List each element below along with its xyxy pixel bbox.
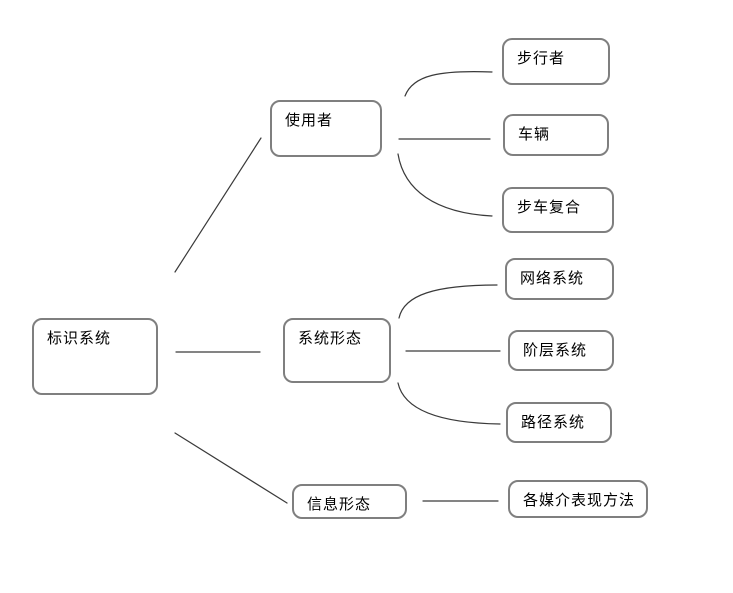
node-path-system[interactable]: 路径系统 [506,402,612,443]
node-network-system[interactable]: 网络系统 [505,258,614,300]
node-label-vehicle: 车辆 [518,126,551,143]
node-label-root: 标识系统 [47,330,112,347]
node-root[interactable]: 标识系统 [32,318,158,395]
node-pedestrian[interactable]: 步行者 [502,38,610,85]
node-label-network-system: 网络系统 [520,270,585,287]
node-label-pedestrian-vehicle: 步车复合 [517,199,582,216]
node-media-methods[interactable]: 各媒介表现方法 [508,480,648,518]
node-hierarchy-system[interactable]: 阶层系统 [508,330,614,371]
edge-system-form-to-path-system [397,382,501,425]
edge-users-to-pedestrian-vehicle [397,153,493,217]
node-label-system-form: 系统形态 [298,330,363,347]
edge-system-form-to-network-system [398,284,498,319]
node-users[interactable]: 使用者 [270,100,382,157]
node-label-media-methods: 各媒介表现方法 [523,492,636,509]
node-label-users: 使用者 [285,112,334,129]
node-label-hierarchy-system: 阶层系统 [523,342,588,359]
edge-users-to-pedestrian [404,71,493,97]
node-vehicle[interactable]: 车辆 [503,114,609,156]
node-label-info-form: 信息形态 [307,496,372,513]
node-label-pedestrian: 步行者 [517,50,566,67]
edge-root-to-info-form [174,432,288,504]
node-pedestrian-vehicle[interactable]: 步车复合 [502,187,614,233]
node-label-path-system: 路径系统 [521,414,586,431]
node-system-form[interactable]: 系统形态 [283,318,391,383]
node-info-form[interactable]: 信息形态 [292,484,407,519]
edge-root-to-users [174,137,262,273]
